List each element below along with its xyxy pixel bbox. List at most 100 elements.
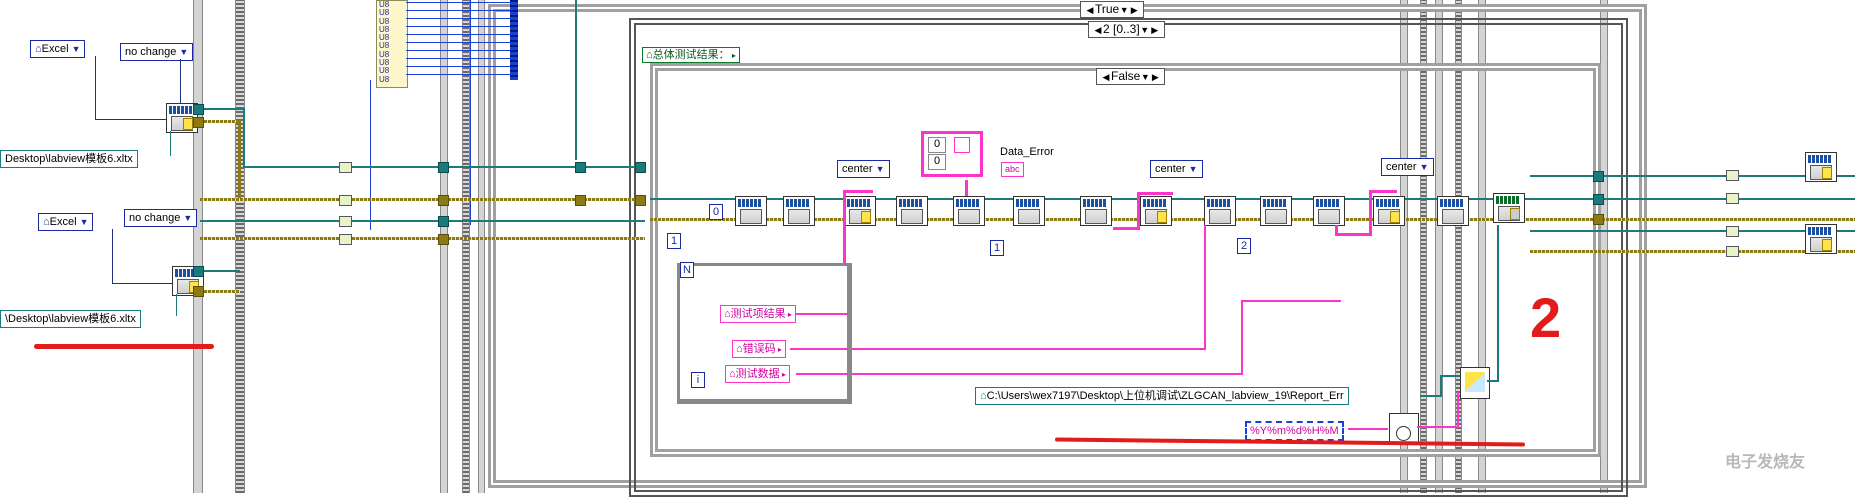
path-function-icon [1465, 372, 1485, 392]
table-vi-5[interactable] [1313, 196, 1345, 226]
loop-count-constant[interactable]: 1 [667, 233, 681, 249]
dropdown-arrow-icon[interactable]: ▼ [1419, 162, 1429, 172]
wire-path [1420, 395, 1440, 397]
table-vi-1[interactable] [735, 196, 767, 226]
array-index-display[interactable] [954, 137, 970, 153]
decrement-arrow-icon[interactable]: ◀ [1086, 5, 1094, 15]
tunnel [1593, 171, 1604, 182]
u8-element: U8 [379, 0, 390, 9]
wire-string [1417, 426, 1459, 428]
wire-u8 [406, 34, 510, 35]
unbundle-test-data[interactable]: ⌂测试数据 ▸ [725, 365, 790, 383]
excel-open-template-vi-1[interactable] [166, 103, 198, 133]
dropdown-arrow-icon[interactable]: ▼ [1188, 164, 1198, 174]
decrement-arrow-icon[interactable]: ◀ [1094, 25, 1102, 35]
increment-arrow-icon[interactable]: ▶ [1151, 25, 1159, 35]
wire-string-array [1369, 190, 1372, 236]
align-ring-3[interactable]: center▼ [1381, 158, 1434, 176]
frame-border-left-striped [235, 0, 245, 493]
wire-string-array [848, 348, 1206, 350]
dropdown-arrow-icon[interactable]: ▼ [1140, 72, 1150, 82]
wire [796, 373, 848, 375]
nochange-ring-2[interactable]: no change▼ [124, 209, 198, 227]
wire-error-cluster [200, 120, 240, 123]
wire [112, 283, 172, 284]
array-element[interactable]: 0 [928, 137, 946, 153]
u8-element: U8 [379, 66, 390, 76]
table-format-vi-3[interactable] [1437, 196, 1469, 226]
frame-border-left [193, 0, 203, 493]
index-constant-2[interactable]: 2 [1237, 238, 1251, 254]
save-report-vi[interactable] [1493, 193, 1525, 223]
array-element[interactable]: 0 [928, 154, 946, 170]
wire-string-array [1137, 192, 1140, 230]
frame-border-right3 [1478, 0, 1486, 493]
dropdown-arrow-icon[interactable]: ▼ [179, 47, 189, 57]
excel-dispose-report-vi-2[interactable] [1805, 224, 1837, 254]
dropdown-arrow-icon[interactable]: ▼ [875, 164, 885, 174]
data-error-label: Data_Error [1000, 146, 1054, 158]
tunnel [438, 234, 449, 245]
align-ring-1[interactable]: center▼ [837, 160, 890, 178]
template-path-2[interactable]: \Desktop\labview模板6.xltx [0, 310, 141, 328]
wire-path [1487, 380, 1497, 382]
excel-get-table-vi[interactable] [1013, 196, 1045, 226]
clock-icon [1396, 426, 1411, 441]
dropdown-arrow-icon[interactable]: ▼ [71, 44, 81, 54]
outer-case-selector[interactable]: ◀True▼▶ [1080, 1, 1145, 18]
wire-string-array [1335, 233, 1369, 236]
table-format-vi-1[interactable] [896, 196, 928, 226]
shift-register [1726, 170, 1739, 181]
nochange-ring-1[interactable]: no change▼ [120, 43, 194, 61]
shift-register [339, 234, 352, 245]
array-constant[interactable]: 0 0 [921, 131, 983, 177]
report-path-constant[interactable]: ⌂C:\Users\wex7197\Desktop\上位机调试\ZLGCAN_l… [975, 387, 1349, 405]
decrement-arrow-icon[interactable]: ◀ [1102, 72, 1110, 82]
loop-iteration-terminal: i [691, 372, 705, 388]
index-constant-0[interactable]: 0 [709, 204, 723, 220]
dropdown-arrow-icon[interactable]: ▼ [183, 213, 193, 223]
build-path-function[interactable] [1460, 367, 1490, 399]
excel-insert-table-vi-1[interactable] [844, 196, 876, 226]
unbundle-test-result[interactable]: ⌂测试项结果 ▸ [720, 305, 796, 323]
template-path-1[interactable]: Desktop\labview模板6.xltx [0, 150, 138, 168]
watermark: 电子发烧友 [1725, 454, 1806, 471]
index-constant-1[interactable]: 1 [990, 240, 1004, 256]
excel-ring-1[interactable]: ⌂Excel▼ [30, 40, 86, 58]
tunnel [193, 266, 204, 277]
shift-register [1726, 226, 1739, 237]
format-datetime-function[interactable] [1389, 413, 1419, 443]
time-format-string[interactable]: %Y%m%d%H%M [1245, 421, 1344, 441]
dropdown-arrow-icon[interactable]: ▼ [79, 217, 89, 227]
wire-blue-vertical [470, 0, 471, 225]
excel-insert-table-vi-3[interactable] [1373, 196, 1405, 226]
dropdown-arrow-icon[interactable]: ▼ [1119, 5, 1129, 15]
increment-arrow-icon[interactable]: ▶ [1130, 5, 1138, 15]
wire-string [1348, 428, 1388, 430]
increment-arrow-icon[interactable]: ▶ [1151, 72, 1159, 82]
dropdown-arrow-icon[interactable]: ▼ [1140, 25, 1150, 35]
wire [176, 294, 177, 316]
u8-array-constant: U8 U8 U8 U8 U8 U8 U8 U8 U8 U8 [376, 0, 408, 88]
sequence-selector[interactable]: ◀2 [0..3]▼▶ [1088, 21, 1165, 38]
wire-teal-refnum [243, 108, 245, 168]
excel-dispose-report-vi-1[interactable] [1805, 152, 1837, 182]
tunnel [635, 195, 646, 206]
wire-report-refnum-out [1530, 198, 1855, 200]
table-vi-4[interactable] [1080, 196, 1112, 226]
unbundle-error-code[interactable]: ⌂错误码 ▸ [732, 340, 786, 358]
align-ring-2[interactable]: center▼ [1150, 160, 1203, 178]
excel-ring-2[interactable]: ⌂Excel▼ [38, 213, 94, 231]
wire-u8 [406, 42, 510, 43]
shift-register [1726, 193, 1739, 204]
tunnel [1593, 214, 1604, 225]
u8-element: U8 [379, 24, 390, 34]
table-format-vi-2[interactable] [1204, 196, 1236, 226]
wire-u8 [406, 10, 510, 11]
table-vi-2[interactable] [783, 196, 815, 226]
red-annotation-number: 2 [1530, 286, 1562, 349]
table-vi-3[interactable] [953, 196, 985, 226]
excel-insert-table-vi-2[interactable] [1140, 196, 1172, 226]
inner-case-selector[interactable]: ◀False▼▶ [1096, 68, 1166, 85]
excel-get-table-vi-2[interactable] [1260, 196, 1292, 226]
